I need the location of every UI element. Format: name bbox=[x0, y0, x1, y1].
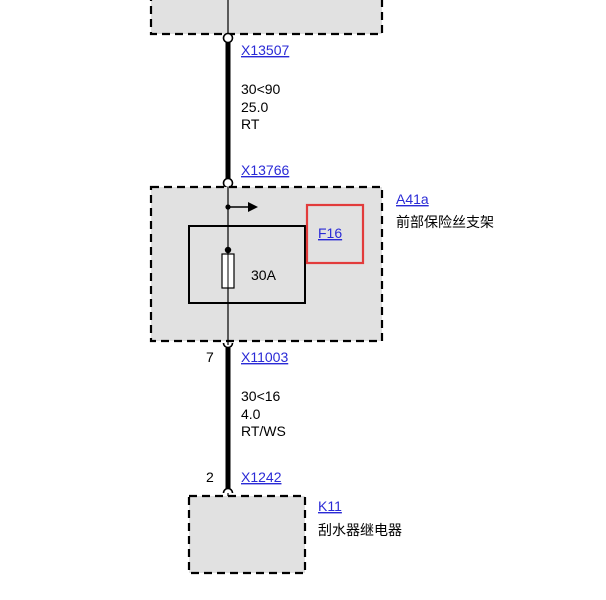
connector-x13766-link[interactable]: X13766 bbox=[241, 162, 289, 178]
relay-k11-link[interactable]: K11 bbox=[318, 498, 342, 514]
pin-number-x11003: 7 bbox=[206, 349, 214, 365]
fuse-f16-box[interactable] bbox=[188, 225, 306, 304]
fuse-f16-link[interactable]: F16 bbox=[318, 225, 342, 241]
connector-x13507-terminal[interactable] bbox=[222, 32, 234, 44]
wire-top-spec: 30<90 bbox=[241, 81, 281, 97]
wire-top-size: 25.0 bbox=[241, 99, 268, 115]
branch-arrow-head-icon bbox=[248, 202, 258, 212]
wire-bottom-size: 4.0 bbox=[241, 406, 261, 422]
fuse-f16-highlight bbox=[305, 203, 365, 265]
wire-bottom-color: RT/WS bbox=[241, 423, 286, 439]
wire-top-color: RT bbox=[241, 116, 260, 132]
relay-k11-name: 刮水器继电器 bbox=[318, 523, 402, 539]
connector-x11003-terminal[interactable] bbox=[222, 342, 234, 349]
pin-number-x1242: 2 bbox=[206, 469, 214, 485]
fuse-rating: 30A bbox=[251, 267, 277, 283]
fuse-holder-a41a-link[interactable]: A41a bbox=[396, 191, 429, 207]
wire-bottom-spec: 30<16 bbox=[241, 388, 281, 404]
connector-x1242-link[interactable]: X1242 bbox=[241, 469, 282, 485]
connector-x1242-terminal[interactable] bbox=[222, 487, 234, 494]
connector-x13507-link[interactable]: X13507 bbox=[241, 42, 289, 58]
connector-x11003-link[interactable]: X11003 bbox=[241, 349, 288, 365]
fuse-terminal-dot bbox=[224, 246, 232, 254]
upstream-component-box bbox=[149, 0, 384, 36]
relay-k11-box[interactable] bbox=[187, 494, 307, 575]
fuse-holder-a41a-name: 前部保险丝支架 bbox=[396, 214, 494, 231]
